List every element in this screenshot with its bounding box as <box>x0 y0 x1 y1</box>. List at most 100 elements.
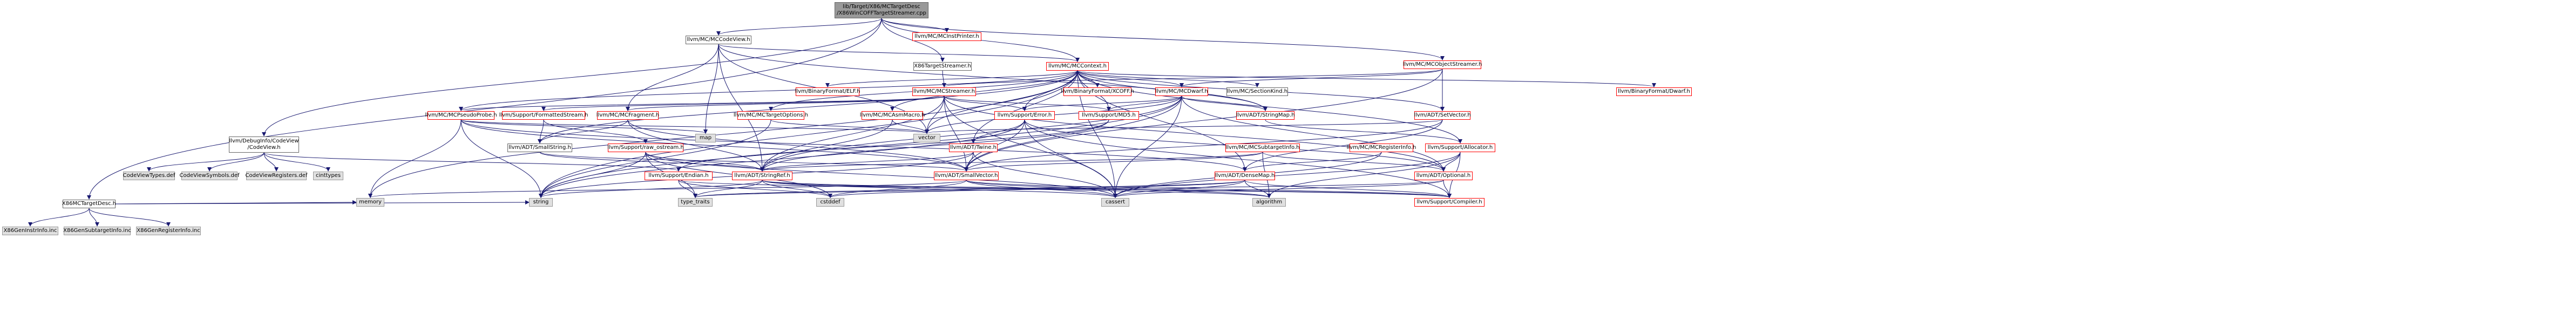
edge-root-file-node-to-mccodeview <box>716 18 882 36</box>
node-x86mctargetdesc[interactable]: X86MCTargetDesc.h <box>62 200 116 208</box>
node-mcdwarf[interactable]: llvm/MC/MCDwarf.h <box>1155 87 1208 96</box>
edge-densemap-to-algorithm <box>1244 180 1271 198</box>
edge-mcdwarf-to-smallvector <box>964 95 1182 172</box>
edge-mctargetoptions-to-string <box>539 119 771 198</box>
node-supportendian[interactable]: llvm/Support/Endian.h <box>645 172 713 180</box>
edge-x86mctargetdesc-to-x86genregisterinfo <box>89 208 171 227</box>
edge-root-file-node-to-mcobjectstreamer <box>881 18 1445 60</box>
node-twine[interactable]: llvm/ADT/Twine.h <box>949 144 998 152</box>
node-mccontext[interactable]: llvm/MC/MCContext.h <box>1046 62 1109 71</box>
node-codeviewtypes[interactable]: CodeViewTypes.def <box>123 172 175 180</box>
node-supportmd5[interactable]: llvm/Support/MD5.h <box>1079 111 1139 120</box>
node-mccodeview[interactable]: llvm/MC/MCCodeView.h <box>686 36 751 44</box>
edge-mccodeview-to-mccontext <box>718 44 1080 62</box>
node-binaryformatxcoff[interactable]: llvm/BinaryFormat/XCOFF.h <box>1061 87 1134 96</box>
edge-supporterror-to-cassert <box>1024 119 1117 198</box>
node-x86targetstreamer[interactable]: X86TargetStreamer.h <box>913 62 972 71</box>
node-mcasmmacro[interactable]: llvm/MC/MCAsmMacro.h <box>860 111 925 120</box>
node-x86genregisterinfo[interactable]: X86GenRegisterInfo.inc <box>136 227 201 235</box>
edge-mccontext-to-mcsectionkind <box>1077 70 1259 87</box>
node-x86gensubtargetinfo[interactable]: X86GenSubtargetInfo.inc <box>63 227 131 235</box>
node-smallvector[interactable]: llvm/ADT/SmallVector.h <box>934 172 999 180</box>
node-mcsubtargetinfo[interactable]: llvm/MC/MCSubtargetInfo.h <box>1225 144 1300 152</box>
edge-root-file-node-to-x86mctargetdesc <box>87 18 882 200</box>
edge-x86mctargetdesc-to-string <box>115 200 530 205</box>
node-smallstring[interactable]: llvm/ADT/SmallString.h <box>507 144 572 152</box>
node-codeviewregisters[interactable]: CodeViewRegisters.def <box>246 172 307 180</box>
node-setvector[interactable]: llvm/ADT/SetVector.h <box>1414 111 1471 120</box>
edge-formattedstream-to-rawostream <box>543 119 648 144</box>
node-codeview[interactable]: llvm/DebugInfo/CodeView /CodeView.h <box>229 136 299 153</box>
node-x86geninstrinfo[interactable]: X86GenInstrInfo.inc <box>2 227 58 235</box>
edge-optional-to-typetraits <box>693 180 1444 198</box>
edge-mccontext-to-mcdwarf <box>1077 70 1184 87</box>
node-mcinstprinter[interactable]: llvm/MC/MCInstPrinter.h <box>912 32 981 41</box>
edge-root-file-node-to-x86targetstreamer <box>881 18 945 62</box>
edge-mcstreamer-to-formattedstream <box>541 95 945 111</box>
node-map[interactable]: map <box>695 134 716 142</box>
node-supportallocator[interactable]: llvm/Support/Allocator.h <box>1425 144 1495 152</box>
edge-mcregisterinfo-to-densemap <box>1243 152 1382 172</box>
edge-supporterror-to-twine <box>971 119 1025 144</box>
edge-mcdwarf-to-stringmap <box>1181 95 1267 111</box>
node-string[interactable]: string <box>529 198 553 207</box>
edge-mcobjectstreamer-to-mcstreamer <box>942 69 1443 87</box>
root-file-line1: lib/Target/X86/MCTargetDesc <box>843 4 920 10</box>
node-typetraits[interactable]: type_traits <box>678 198 713 207</box>
edge-mcstreamer-to-smallvector <box>944 95 968 172</box>
node-densemap[interactable]: llvm/ADT/DenseMap.h <box>1215 172 1275 180</box>
edge-stringref-to-cassert <box>762 180 1117 198</box>
node-binaryformatelf[interactable]: llvm/BinaryFormat/ELF.h <box>795 87 860 96</box>
edge-mcpseudoprobe-to-string <box>460 119 543 198</box>
node-rawostream[interactable]: llvm/Support/raw_ostream.h <box>607 144 684 152</box>
edge-codeview-to-codeviewsymbols <box>207 152 265 172</box>
node-cassert[interactable]: cassert <box>1101 198 1129 207</box>
node-cstddef[interactable]: cstddef <box>816 198 844 207</box>
node-stringref[interactable]: llvm/ADT/StringRef.h <box>732 172 792 180</box>
node-supporterror[interactable]: llvm/Support/Error.h <box>994 111 1055 120</box>
node-formattedstream[interactable]: llvm/Support/FormattedStream.h <box>499 111 588 120</box>
node-algorithm[interactable]: algorithm <box>1252 198 1286 207</box>
edge-mcdwarf-to-stringref <box>760 95 1182 172</box>
node-mcsectionkind[interactable]: llvm/MC/SectionKind.h <box>1226 87 1288 96</box>
node-mcobjectstreamer[interactable]: llvm/MC/MCObjectStreamer.h <box>1403 60 1482 69</box>
edge-mccontext-to-densemap <box>1077 70 1247 172</box>
edge-smallstring-to-smallvector <box>539 152 968 172</box>
edge-root-file-node-to-codeview <box>262 18 882 136</box>
edge-mcstreamer-to-optional <box>944 95 1446 172</box>
edge-mccodeview-to-mcfragment <box>626 44 719 111</box>
edge-stringref-to-supportcompiler <box>762 180 1452 198</box>
edge-mcdwarf-to-optional <box>1181 95 1446 172</box>
node-optional[interactable]: llvm/ADT/Optional.h <box>1414 172 1473 180</box>
edge-supporterror-to-string <box>539 119 1025 198</box>
edge-mcfragment-to-smallstring <box>538 119 628 144</box>
node-mcfragment[interactable]: llvm/MC/MCFragment.h <box>596 111 659 120</box>
edge-smallvector-to-memory <box>368 180 967 198</box>
edge-densemap-to-cassert <box>1113 180 1245 198</box>
node-mcregisterinfo[interactable]: llvm/MC/MCRegisterInfo.h <box>1347 144 1416 152</box>
node-stringmap[interactable]: llvm/ADT/StringMap.h <box>1236 111 1295 120</box>
node-mcstreamer[interactable]: llvm/MC/MCStreamer.h <box>912 87 976 96</box>
edge-stringref-to-algorithm <box>762 180 1271 198</box>
node-memory[interactable]: memory <box>356 198 384 207</box>
edge-mcstreamer-to-cassert <box>944 95 1117 198</box>
edge-mcdwarf-to-supporterror <box>1022 95 1182 111</box>
edge-x86mctargetdesc-to-x86geninstrinfo <box>28 208 90 227</box>
edge-densemap-to-cstddef <box>828 180 1245 198</box>
root-file-node[interactable]: lib/Target/X86/MCTargetDesc /X86WinCOFFT… <box>835 2 928 18</box>
edge-mcstreamer-to-mcpseudoprobe <box>459 95 945 111</box>
node-supportcompiler[interactable]: llvm/Support/Compiler.h <box>1414 198 1484 207</box>
node-codeviewsymbols[interactable]: CodeViewSymbols.def <box>180 172 240 180</box>
node-cinttypes[interactable]: cinttypes <box>313 172 343 180</box>
node-mcpseudoprobe[interactable]: llvm/MC/MCPseudoProbe.h <box>425 111 497 120</box>
edge-mccontext-to-smallstring <box>538 70 1078 144</box>
edge-rawostream-to-string <box>539 152 646 198</box>
node-vector[interactable]: vector <box>913 134 940 142</box>
node-mctargetoptions[interactable]: llvm/MC/MCTargetOptions.h <box>734 111 808 120</box>
node-binaryformatdwarf[interactable]: llvm/BinaryFormat/Dwarf.h <box>1616 87 1692 96</box>
edge-mcsubtargetinfo-to-stringref <box>760 152 1263 172</box>
edge-mcsubtargetinfo-to-smallvector <box>964 152 1263 172</box>
edge-supportendian-to-cstddef <box>678 180 832 198</box>
edge-setvector-to-densemap <box>1243 119 1443 172</box>
